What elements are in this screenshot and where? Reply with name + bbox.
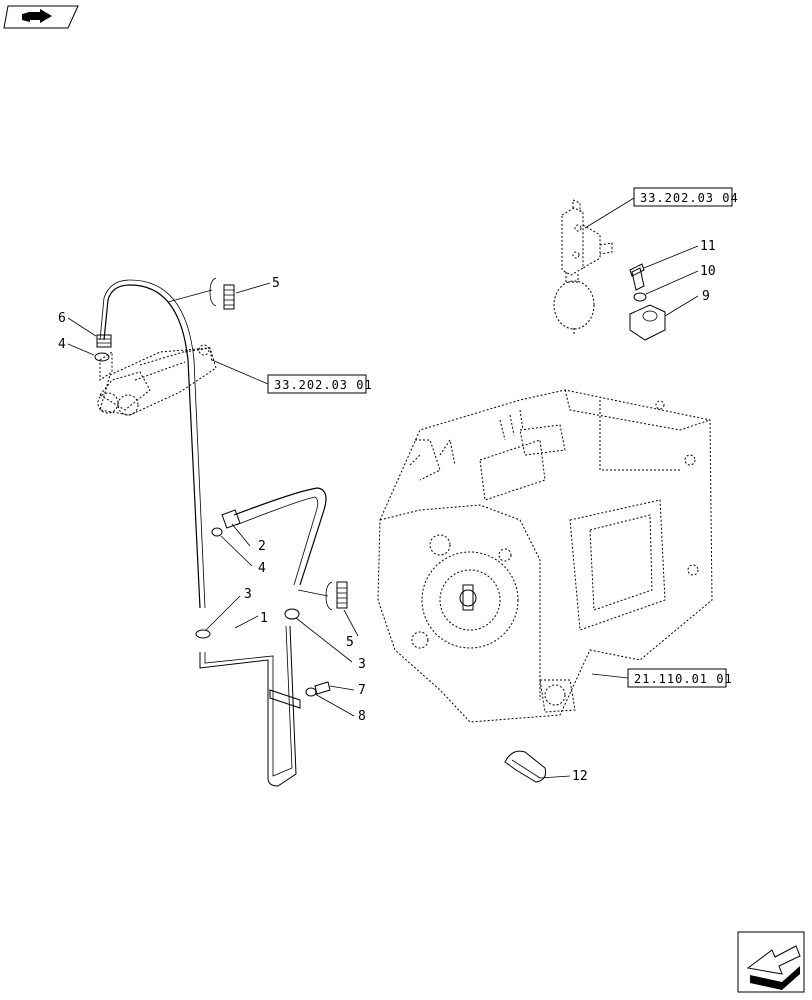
callout-2: 2 — [258, 539, 266, 554]
callout-8: 8 — [358, 709, 366, 724]
clip — [504, 750, 547, 783]
callout-12: 12 — [572, 769, 588, 784]
callout-1: 1 — [260, 611, 268, 626]
callout-3: 3 — [358, 657, 366, 672]
washer — [305, 687, 317, 697]
reference-33-202-03-01: 33.202.03 01 — [274, 378, 373, 392]
bolt — [314, 681, 331, 695]
callout-10: 10 — [700, 264, 716, 279]
plug — [336, 581, 348, 609]
clamp — [629, 304, 666, 341]
callout-4: 4 — [258, 561, 266, 576]
hose-upper — [103, 284, 201, 609]
washer — [195, 629, 211, 639]
reference-box[interactable] — [267, 374, 367, 394]
book-arrow-icon[interactable] — [3, 5, 79, 29]
callout-9: 9 — [702, 289, 710, 304]
callout-7: 7 — [358, 683, 366, 698]
hose-fitting-2 — [221, 509, 241, 529]
washer — [94, 352, 110, 362]
reference-21-110-01-01: 21.110.01 01 — [634, 672, 733, 686]
control-valve-drawing — [97, 344, 217, 416]
hose-fitting — [96, 334, 112, 348]
callout-5: 5 — [346, 635, 354, 650]
callout-11: 11 — [700, 239, 716, 254]
washer — [633, 292, 647, 302]
reference-33-202-03-04: 33.202.03 04 — [640, 191, 739, 205]
pipe — [199, 625, 297, 787]
hose-middle — [233, 487, 327, 586]
callout-5: 5 — [272, 276, 280, 291]
reference-box[interactable] — [627, 668, 727, 688]
washer — [211, 527, 223, 537]
callout-6: 6 — [58, 311, 66, 326]
plug — [223, 284, 235, 310]
reference-box[interactable] — [633, 187, 733, 207]
accumulator-valve-drawing — [553, 199, 613, 334]
transmission-housing-drawing — [377, 389, 713, 723]
washer — [284, 608, 300, 620]
callout-3: 3 — [244, 587, 252, 602]
callout-4: 4 — [58, 337, 66, 352]
bolt — [629, 263, 645, 291]
next-page-arrow-icon[interactable] — [737, 931, 805, 993]
